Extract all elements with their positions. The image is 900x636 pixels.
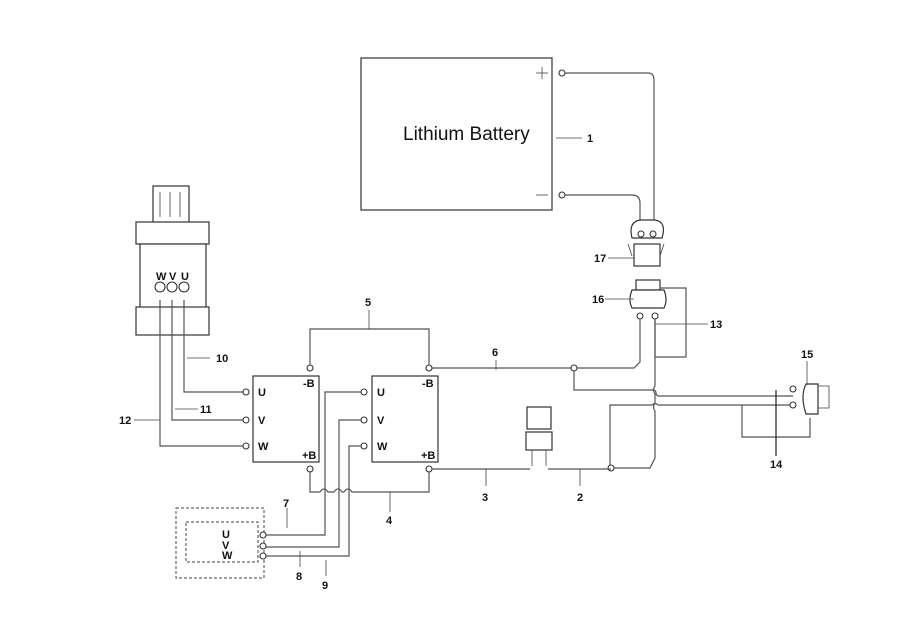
- callout-8: 8: [296, 571, 302, 583]
- svg-text:-B: -B: [303, 378, 315, 390]
- svg-text:V: V: [377, 415, 385, 427]
- main-contactor: [525, 406, 553, 466]
- callout-15: 15: [801, 349, 813, 361]
- callout-5: 5: [365, 297, 371, 309]
- svg-text:V: V: [169, 271, 177, 283]
- callout-16: 16: [592, 294, 604, 306]
- callout-4: 4: [386, 515, 393, 527]
- battery-label: Lithium Battery: [403, 124, 530, 145]
- callout-10: 10: [216, 353, 228, 365]
- connector-15: [789, 383, 830, 415]
- callout-12: 12: [119, 415, 131, 427]
- callout-11: 11: [200, 404, 212, 416]
- battery-negative-terminal: [558, 191, 566, 199]
- svg-text:V: V: [222, 540, 230, 552]
- svg-text:+B: +B: [421, 450, 435, 462]
- lithium-battery: Lithium Battery: [360, 57, 566, 211]
- callout-1: 1: [587, 133, 593, 145]
- svg-text:W: W: [377, 441, 388, 453]
- connector-16: [629, 279, 667, 320]
- svg-text:W: W: [222, 550, 233, 562]
- callout-2: 2: [577, 492, 583, 504]
- callout-17: 17: [594, 253, 606, 265]
- callout-13: 13: [710, 319, 722, 331]
- svg-text:-B: -B: [422, 378, 434, 390]
- callout-7: 7: [283, 498, 289, 510]
- svg-text:U: U: [377, 387, 385, 399]
- svg-text:V: V: [258, 415, 266, 427]
- pump-motor: U V W: [175, 507, 267, 579]
- svg-text:U: U: [181, 271, 189, 283]
- controller-left: U V W -B +B: [242, 364, 320, 473]
- callout-14: 14: [770, 459, 783, 471]
- svg-text:W: W: [258, 441, 269, 453]
- svg-text:U: U: [222, 529, 230, 541]
- callout-6: 6: [492, 347, 498, 359]
- svg-text:U: U: [258, 387, 266, 399]
- controller-right: U V W -B +B: [360, 364, 439, 473]
- svg-text:W: W: [156, 271, 167, 283]
- svg-text:+B: +B: [302, 450, 316, 462]
- callout-9: 9: [322, 580, 328, 592]
- battery-positive-terminal: [558, 69, 566, 77]
- callout-3: 3: [482, 492, 488, 504]
- battery-connector-17: [627, 219, 665, 267]
